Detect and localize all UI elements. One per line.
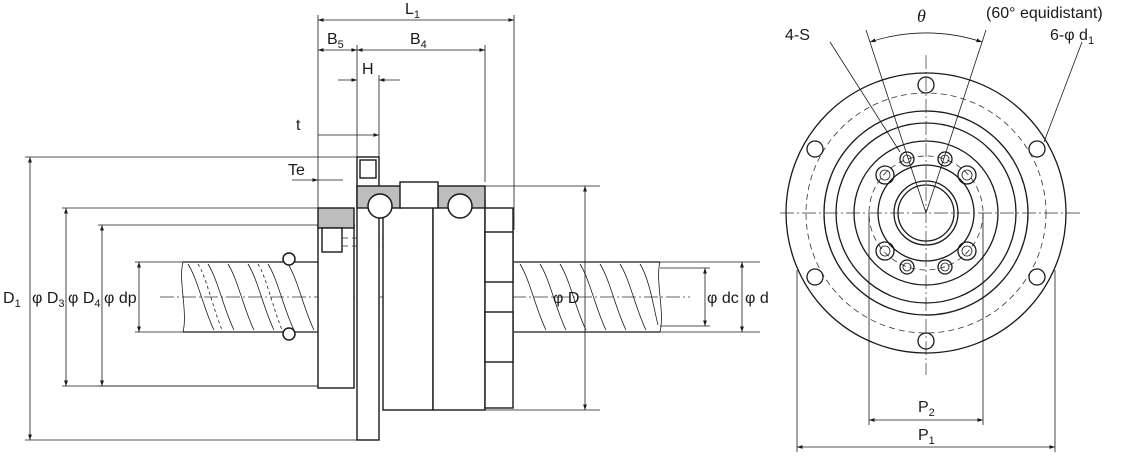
label-B5: B5	[327, 31, 344, 51]
label-P2: P2	[918, 399, 935, 419]
label-equidistant: (60° equidistant)	[986, 5, 1103, 22]
shaft-bore	[893, 180, 959, 246]
bearing-body-right	[432, 199, 486, 411]
flange-outline	[785, 72, 1067, 354]
label-dc: φ dc	[707, 290, 739, 307]
mounting-flange-plate	[356, 156, 380, 441]
label-6-d1: 6-φ d1	[1050, 27, 1094, 47]
label-d: φ d	[745, 290, 769, 307]
label-D3: φ D3	[32, 290, 65, 310]
bearing-ball-left	[367, 193, 393, 219]
front-view: θ (60° equidistant) 4-S 6-φ d1 P2 P1	[780, 5, 1103, 452]
outer-mounting-holes	[806, 76, 1046, 350]
label-Te: Te	[288, 162, 305, 179]
label-P1: P1	[918, 427, 935, 447]
label-L1: L1	[405, 1, 420, 21]
leader-6d1	[1043, 41, 1083, 143]
seal-left	[317, 207, 355, 229]
label-D4: φ D4	[68, 290, 101, 310]
bearing-ball-right	[447, 193, 473, 219]
leader-4s	[829, 41, 901, 153]
label-D1: D1	[3, 290, 21, 310]
theta-arc	[869, 32, 983, 43]
label-B4: B4	[410, 31, 427, 51]
label-4-s: 4-S	[785, 27, 810, 44]
side-section-view: L1 B5 B4 H t Te D1 φ D3 φ D4 φ dp φ D φ …	[3, 1, 769, 441]
label-D: φ D	[553, 290, 579, 307]
label-t: t	[296, 117, 301, 134]
label-dp: φ dp	[104, 290, 137, 307]
left-screw-shaft	[181, 252, 320, 341]
inner-holes	[875, 151, 977, 275]
label-H: H	[362, 61, 374, 78]
label-theta: θ	[917, 6, 926, 26]
bearing-body	[382, 199, 434, 411]
